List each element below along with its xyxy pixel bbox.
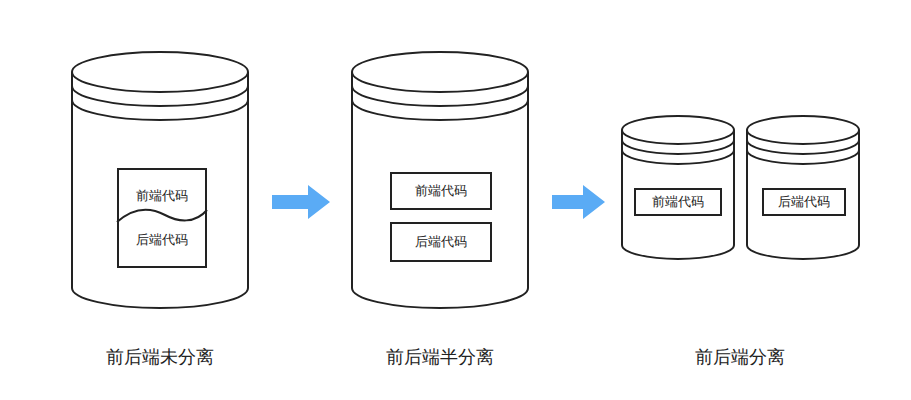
code-label: 后端代码 xyxy=(778,194,830,210)
large-jar xyxy=(352,52,528,308)
wavy-divider xyxy=(117,210,207,222)
large-jar xyxy=(72,52,248,308)
code-box: 前端代码后端代码 xyxy=(117,168,207,268)
jar-node: 前后端未分离 前端代码后端代码 xyxy=(60,50,260,370)
stage-caption: 前后端分离 xyxy=(615,344,865,370)
flow-arrow xyxy=(272,185,330,219)
small-jar xyxy=(622,116,734,259)
code-label: 前端代码 xyxy=(415,183,467,199)
flow-arrow xyxy=(552,185,605,219)
code-box: 后端代码 xyxy=(762,188,846,216)
code-box: 前端代码 xyxy=(634,188,722,216)
small-jar xyxy=(747,116,859,259)
stage-caption: 前后端半分离 xyxy=(340,344,540,370)
jar-node: 前后端半分离 前端代码后端代码 xyxy=(340,50,540,370)
code-label: 前端代码 xyxy=(136,188,188,204)
code-label: 前端代码 xyxy=(652,194,704,210)
jar-node: 前后端分离 前端代码 后端代码 xyxy=(615,50,865,370)
stage-caption: 前后端未分离 xyxy=(60,344,260,370)
code-label: 后端代码 xyxy=(136,232,188,248)
code-box: 前端代码 xyxy=(390,172,492,210)
code-label: 后端代码 xyxy=(415,234,467,250)
code-box: 后端代码 xyxy=(390,222,492,262)
